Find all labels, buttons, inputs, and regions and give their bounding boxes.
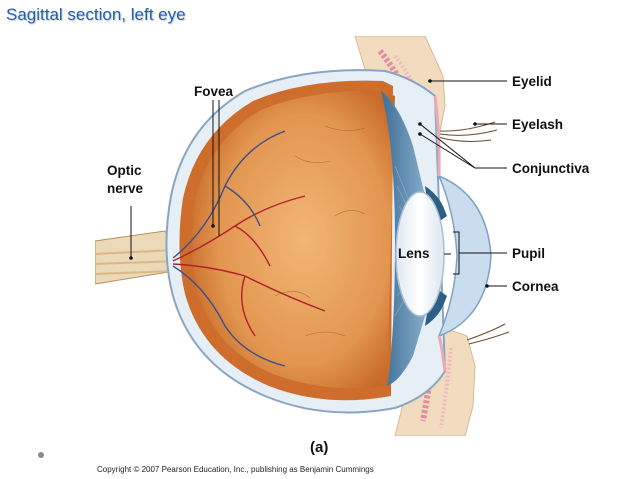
copyright-notice: Copyright © 2007 Pearson Education, Inc.… <box>97 465 374 474</box>
slide-title: Sagittal section, left eye <box>6 5 186 24</box>
label-eyelid: Eyelid <box>512 74 552 89</box>
eye-sagittal-diagram <box>95 36 615 436</box>
label-cornea: Cornea <box>512 279 559 294</box>
label-conjunctiva: Conjunctiva <box>512 161 590 176</box>
conjunctiva-tissue <box>433 95 447 372</box>
leader-lines <box>130 80 507 287</box>
retinal-vessels <box>172 130 326 367</box>
label-lens: Lens <box>398 246 430 261</box>
panel-label: (a) <box>310 439 329 456</box>
label-pupil: Pupil <box>512 246 545 261</box>
vitreous-body <box>192 90 395 389</box>
label-optic-nerve-line1: Optic <box>107 163 142 178</box>
label-fovea: Fovea <box>194 84 234 99</box>
leader-dots <box>129 79 489 288</box>
label-eyelash: Eyelash <box>512 117 564 132</box>
label-optic-nerve-line2: nerve <box>107 181 144 196</box>
choroid-capillaries <box>274 125 366 337</box>
bullet-point <box>38 452 44 458</box>
